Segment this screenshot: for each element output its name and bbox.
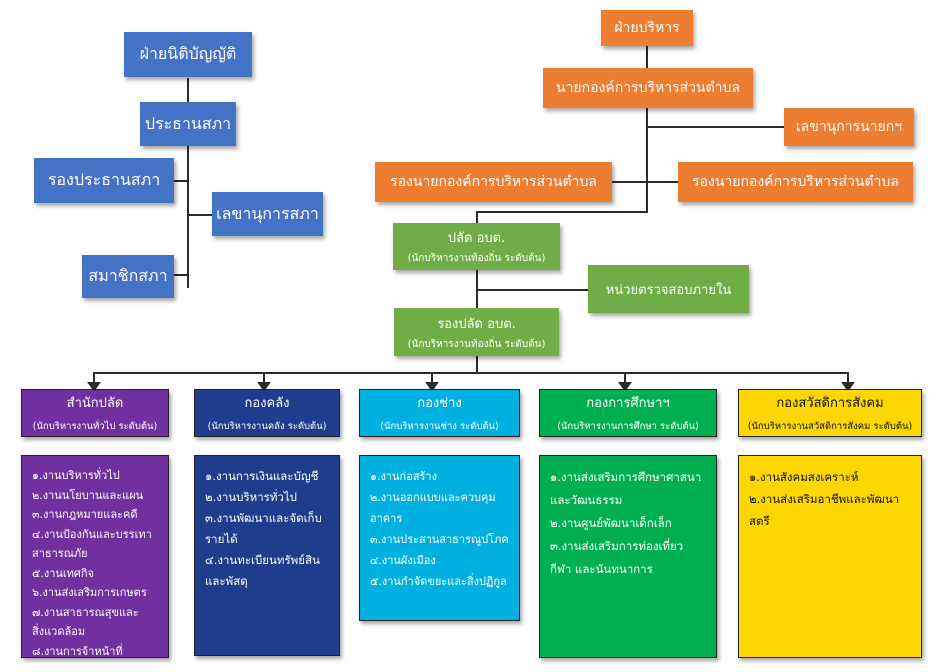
executive-title-box: ฝ่ายบริหาร (601, 10, 693, 46)
council-chair: ประธานสภา (144, 113, 232, 133)
connector (477, 289, 588, 291)
dept-subtitle: (นักบริหารงานช่าง ระดับต้น) (380, 421, 499, 432)
connector (476, 211, 478, 223)
task-item: ๗.งานสาธารณสุขและ (32, 605, 139, 619)
dept-head-office-of-clerk: สำนักปลัด (นักบริหารงานทั่วไป ระดับต้น) (21, 389, 169, 437)
mayor: นายกองค์การบริหารส่วนตำบล (556, 80, 740, 96)
connector (187, 146, 189, 288)
dept-title: กองช่าง (417, 396, 462, 411)
dept-head-social-welfare: กองสวัสดิการสังคม (นักบริหารงานสวัสดิการ… (738, 389, 922, 437)
council-members: สมาชิกสภา (88, 266, 168, 285)
connector (646, 108, 648, 212)
task-item: ๕.งานเทศกิจ (32, 566, 94, 580)
legislative-title-box: ฝ่ายนิติบัญญัติ (124, 32, 252, 77)
arrow-head (87, 382, 101, 392)
council-chair-box: ประธานสภา (140, 102, 236, 146)
task-item: รายได้ (205, 532, 238, 546)
task-item: ๑.งานบริหารทั่วไป (32, 469, 120, 482)
task-item: ๑.งานก่อสร้าง (370, 470, 437, 483)
task-item: ๔.งานผังเมือง (370, 554, 436, 567)
dept-title: สำนักปลัด (66, 396, 124, 411)
task-item: สิ่งแวดล้อม (32, 625, 86, 638)
dept-head-education: กองการศึกษาฯ (นักบริหารงานการศึกษา ระดับ… (539, 389, 717, 437)
task-item: ๒.งานนโยบานและแผน (32, 488, 144, 502)
arrow-head (618, 382, 632, 392)
internal-audit-box: หน่วยตรวจสอบภายใน (588, 265, 749, 313)
council-members-box: สมาชิกสภา (82, 255, 174, 298)
task-item: ๕.งานกำจัดขยะและสิ่งปฏิกูล (370, 575, 507, 588)
dept-tasks-engineering: ๑.งานก่อสร้าง ๒.งานออกแบบและควบคุม อาคาร… (359, 455, 520, 621)
dept-subtitle: (นักบริหารงานสวัสดิการสังคม ระดับต้น) (747, 421, 913, 432)
task-item: ๓.งานกฎหมายและคดี (32, 508, 138, 521)
dept-subtitle: (นักบริหารงานทั่วไป ระดับต้น) (32, 421, 158, 432)
task-item: ๑.งานการเงินและบัญชี (205, 469, 319, 483)
dept-tasks-finance: ๑.งานการเงินและบัญชี ๒.งานบริหารทั่วไป ๓… (194, 455, 340, 656)
executive-title: ฝ่ายบริหาร (614, 20, 680, 36)
council-secretary: เลขานุการสภา (216, 203, 319, 223)
task-item: ๓.งานประสานสาธารณูปโภค (370, 533, 509, 546)
deputy-clerk-title: รองปลัด อบต. (437, 316, 516, 332)
deputy-mayor-right: รองนายกองค์การบริหารส่วนตำบล (692, 174, 899, 190)
vice-chair: รองประธานสภา (47, 170, 161, 189)
clerk-box: ปลัด อบต. (นักบริหารงานท้องถิ่น ระดับต้น… (393, 223, 560, 270)
task-item: ๔.งานป้องกันและบรรเทา (32, 527, 152, 541)
dept-subtitle: (นักบริหารงานคลัง ระดับต้น) (207, 421, 327, 432)
dept-tasks-education: ๑.งานส่งเสริมการศึกษาศาสนา และวัฒนธรรม ๒… (539, 455, 717, 658)
arrow-head (841, 382, 855, 392)
dept-head-engineering: กองช่าง (นักบริหารงานช่าง ระดับต้น) (359, 389, 520, 437)
task-item: สาธารณภัย (32, 547, 88, 560)
legislative-title: ฝ่ายนิติบัญญัติ (139, 44, 237, 63)
task-item: ๒.งานออกแบบและควบคุม (370, 491, 496, 504)
dept-head-finance: กองคลัง (นักบริหารงานคลัง ระดับต้น) (194, 389, 340, 437)
connector (188, 214, 212, 216)
connector (646, 46, 648, 68)
task-item: ๑.งานสังคมสงเคราะห์ (749, 470, 859, 484)
task-item: และพัสดุ (205, 574, 248, 588)
deputy-mayor-left-box: รองนายกองค์การบริหารส่วนตำบล (375, 162, 612, 202)
connector (647, 126, 784, 128)
connector (174, 180, 188, 182)
deputy-clerk-subtitle: (นักบริหารงานท้องถิ่น ระดับต้น) (407, 338, 546, 350)
deputy-clerk-box: รองปลัด อบต. (นักบริหารงานท้องถิ่น ระดับ… (394, 308, 559, 356)
dept-title: กองคลัง (244, 396, 290, 411)
arrow-head (425, 382, 439, 392)
dept-title: กองสวัสดิการสังคม (776, 396, 884, 411)
task-item: ๒.งานส่งเสริมอาชีพและพัฒนาสตรี (749, 492, 900, 528)
task-item: ๓.งานพัฒนาและจัดเก็บ (205, 511, 322, 525)
task-item: กีฬา และนันทนาการ (550, 562, 653, 576)
dept-tasks-social-welfare: ๑.งานสังคมสงเคราะห์ ๒.งานส่งเสริมอาชีพแล… (738, 455, 922, 658)
council-secretary-box: เลขานุการสภา (212, 192, 323, 236)
clerk-title: ปลัด อบต. (447, 231, 506, 246)
task-item: ๑.งานส่งเสริมการศึกษาศาสนา (550, 470, 702, 484)
task-item: ๓.งานส่งเสริมการท่องเที่ยว (550, 539, 684, 553)
internal-audit: หน่วยตรวจสอบภายใน (605, 282, 732, 298)
mayor-box: นายกองค์การบริหารส่วนตำบล (543, 68, 753, 108)
connector (174, 274, 188, 276)
clerk-subtitle: (นักบริหารงานท้องถิ่น ระดับต้น) (407, 253, 546, 264)
connector (612, 181, 678, 183)
task-item: ๒.งานศูนย์พัฒนาเด็กเล็ก (550, 516, 672, 530)
arrow-head (257, 382, 271, 392)
dept-title: กองการศึกษาฯ (586, 396, 670, 411)
deputy-mayor-right-box: รองนายกองค์การบริหารส่วนตำบล (678, 162, 913, 202)
mayor-secretary-box: เลขานุการนายกฯ (784, 108, 914, 146)
task-item: ๘.งานการจ้าหน้าที่ (32, 644, 123, 658)
dept-subtitle: (นักบริหารงานการศึกษา ระดับต้น) (557, 421, 699, 432)
task-item: ๒.งานบริหารทั่วไป (205, 490, 297, 504)
task-item: และวัฒนธรรม (550, 493, 623, 507)
dept-tasks-office-of-clerk: ๑.งานบริหารทั่วไป ๒.งานนโยบานและแผน ๓.งา… (21, 455, 169, 658)
connector (476, 356, 478, 373)
connector (187, 78, 189, 102)
vice-chair-box: รองประธานสภา (34, 158, 174, 203)
connector (93, 372, 849, 374)
connector (477, 211, 648, 213)
task-item: อาคาร (370, 512, 403, 525)
task-item: ๔.งานทะเบียนทรัพย์สิน (205, 553, 320, 567)
task-item: ๖.งานส่งเสริมการเกษตร (32, 586, 147, 599)
deputy-mayor-left: รองนายกองค์การบริหารส่วนตำบล (390, 174, 597, 190)
mayor-secretary: เลขานุการนายกฯ (795, 119, 903, 135)
